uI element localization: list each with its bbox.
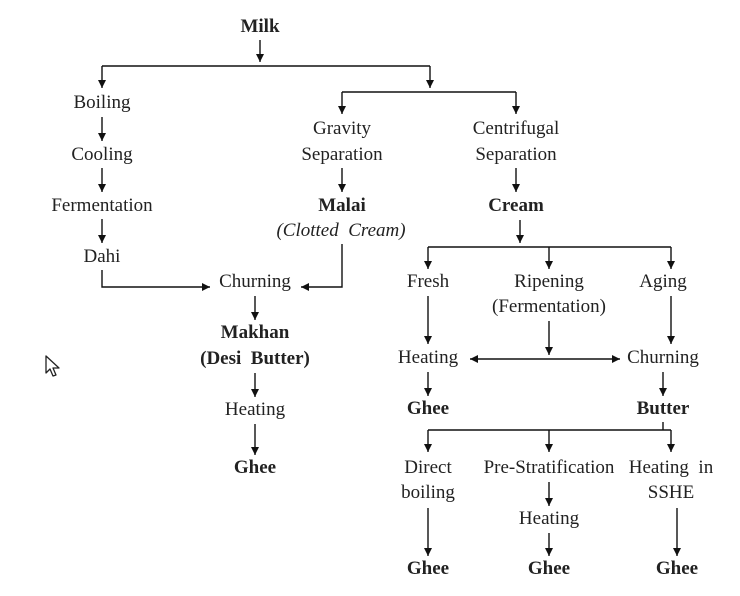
fermentation-node: Fermentation bbox=[51, 195, 153, 216]
heating-node-center: Heating bbox=[225, 399, 286, 420]
churning-node-right: Churning bbox=[627, 347, 699, 368]
centrifugal-separation-line1: Centrifugal bbox=[473, 118, 560, 139]
direct-boiling-line2: boiling bbox=[401, 482, 455, 503]
ghee-node-fresh: Ghee bbox=[407, 398, 449, 419]
gravity-separation-line1: Gravity bbox=[313, 118, 372, 139]
mouse-pointer-icon bbox=[45, 355, 60, 377]
aging-node: Aging bbox=[639, 271, 687, 292]
direct-boiling-line1: Direct bbox=[404, 457, 452, 478]
cooling-node: Cooling bbox=[71, 144, 133, 165]
arrow-malai-churning bbox=[301, 244, 343, 291]
boiling-node: Boiling bbox=[73, 92, 131, 113]
centrifugal-separation-line2: Separation bbox=[475, 144, 557, 165]
makhan-node: Makhan bbox=[221, 322, 290, 343]
heating-node-prestrat: Heating bbox=[519, 508, 580, 529]
milk-node: Milk bbox=[240, 16, 279, 37]
churning-node-center: Churning bbox=[219, 271, 291, 292]
fresh-node: Fresh bbox=[407, 271, 450, 292]
arrow-dahi-churning bbox=[101, 270, 210, 291]
dahi-node: Dahi bbox=[84, 246, 121, 267]
desi-butter-note: (Desi Butter) bbox=[200, 348, 310, 369]
gravity-separation-line2: Separation bbox=[301, 144, 383, 165]
butter-node: Butter bbox=[637, 398, 690, 419]
ripening-fermentation-note: (Fermentation) bbox=[492, 296, 606, 317]
cream-node: Cream bbox=[488, 195, 544, 216]
clotted-cream-note: (Clotted Cream) bbox=[276, 220, 405, 241]
heating-in-sshe-line1: Heating in bbox=[629, 457, 714, 478]
ghee-node-sshe: Ghee bbox=[656, 558, 698, 579]
ghee-node-center: Ghee bbox=[234, 457, 276, 478]
malai-node: Malai bbox=[318, 195, 366, 216]
pre-stratification-node: Pre-Stratification bbox=[484, 457, 615, 478]
ghee-node-direct: Ghee bbox=[407, 558, 449, 579]
ghee-node-prestrat: Ghee bbox=[528, 558, 570, 579]
ripening-node: Ripening bbox=[514, 271, 584, 292]
heating-node-right: Heating bbox=[398, 347, 459, 368]
heating-in-sshe-line2: SSHE bbox=[648, 482, 694, 503]
